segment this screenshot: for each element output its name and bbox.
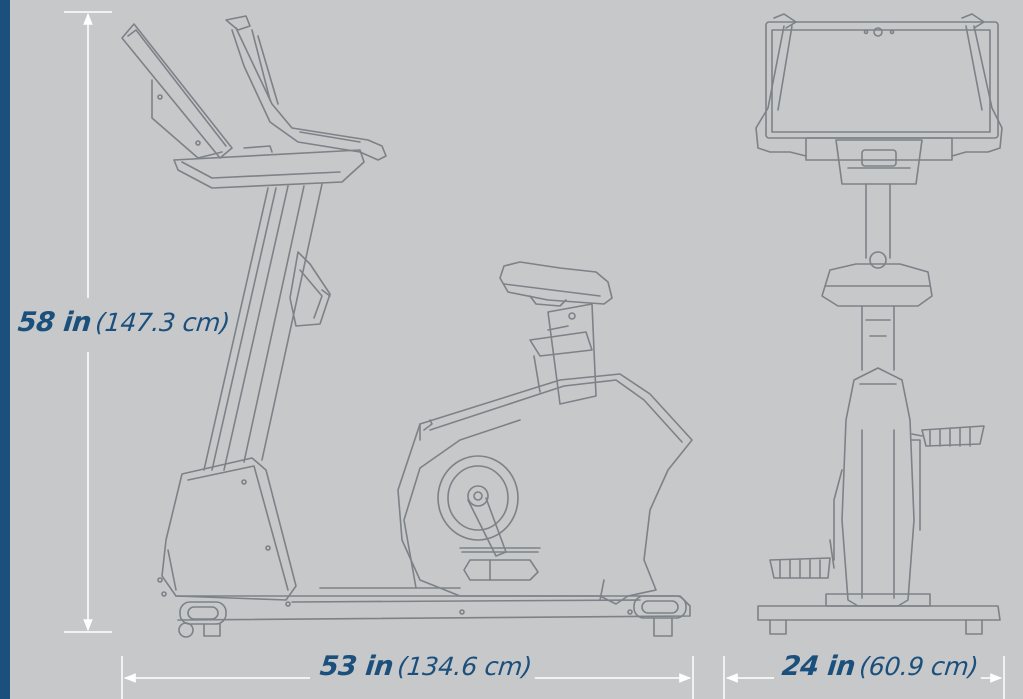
- front-seat-post: [861, 305, 895, 371]
- front-seat: [821, 263, 933, 307]
- accent-band: [0, 0, 10, 699]
- height-dimension-label: 58 in (147.3 cm): [16, 307, 232, 338]
- handlebar: [225, 15, 387, 161]
- depth-dimension-label: 53 in (134.6 cm): [314, 651, 538, 682]
- width-imperial: 24 in: [780, 651, 857, 682]
- front-foot: [178, 601, 227, 638]
- width-dimension-line: [723, 656, 1005, 699]
- upright-mast: [203, 183, 323, 471]
- console-tray: [173, 145, 365, 189]
- front-shroud: [833, 367, 921, 607]
- depth-imperial: 53 in: [318, 651, 395, 682]
- front-base: [757, 593, 1001, 635]
- front-pedal-left: [769, 539, 835, 579]
- front-handlebars: [755, 13, 1003, 161]
- base-rail: [175, 587, 691, 621]
- console-display: [121, 23, 233, 159]
- width-dimension-label: 24 in (60.9 cm): [776, 651, 984, 682]
- crank-pedal: [459, 497, 541, 581]
- main-shroud: [397, 373, 693, 605]
- bottle-holder: [289, 251, 331, 327]
- height-metric: (147.3 cm): [94, 308, 232, 337]
- height-imperial: 58 in: [16, 307, 93, 338]
- depth-metric: (134.6 cm): [396, 652, 534, 681]
- upright-bike-front-view: [755, 13, 1003, 635]
- flywheel-cover: [437, 455, 519, 541]
- rear-foot: [627, 595, 687, 637]
- upright-bike-side-view: [121, 15, 693, 638]
- front-pedal-right: [911, 425, 985, 447]
- width-metric: (60.9 cm): [858, 652, 980, 681]
- height-dimension-line: [64, 11, 112, 633]
- front-console-screen: [765, 21, 999, 139]
- front-mast: [865, 183, 891, 269]
- front-console-tray: [835, 139, 923, 185]
- depth-dimension-line: [121, 656, 694, 699]
- front-base-housing: [157, 457, 297, 607]
- seat-post: [529, 303, 597, 405]
- seat: [499, 261, 613, 307]
